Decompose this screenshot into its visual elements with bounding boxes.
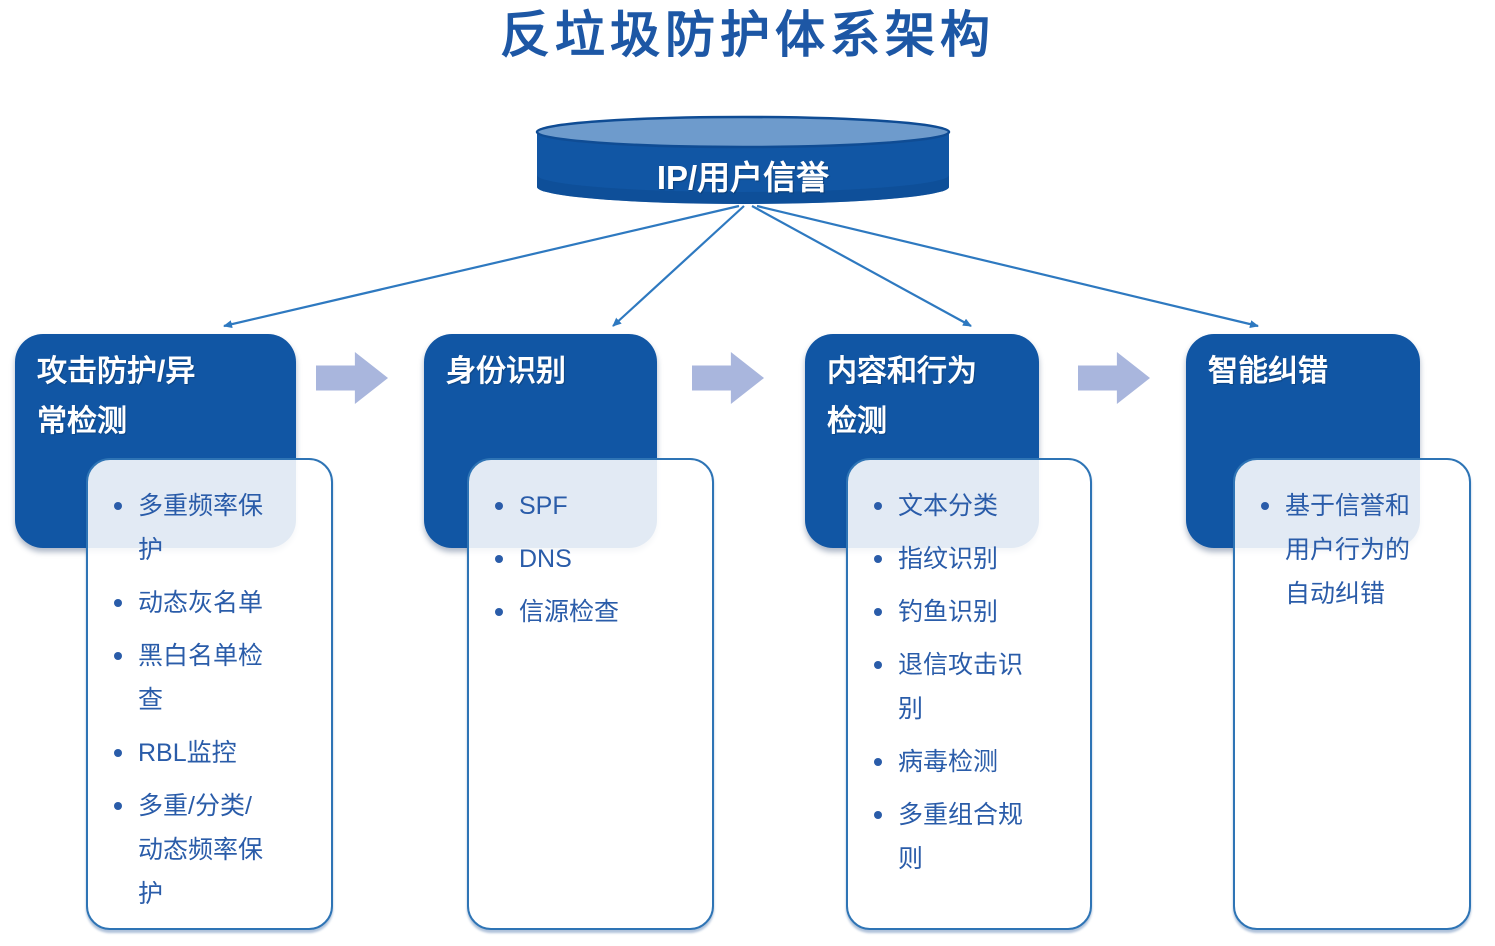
connector-to-identity: [612, 205, 745, 327]
connector-to-content-behavior: [751, 205, 972, 327]
bullet-icon: [495, 502, 503, 510]
list-item: 多重/分类/ 动态频率保 护: [110, 784, 317, 916]
stage-box-label: 智能纠错: [1208, 355, 1328, 388]
bullet-icon: [114, 652, 122, 660]
page-title: 反垃圾防护体系架构: [500, 7, 995, 63]
bullet-icon: [874, 758, 882, 766]
root-node-cylinder: IP/用户信誉: [535, 115, 951, 210]
list-item: 信源检查: [491, 590, 698, 634]
list-item: 多重频率保 护: [110, 484, 317, 572]
cylinder-shape: [535, 115, 951, 204]
list-item: 指纹识别: [870, 537, 1076, 581]
bullet-icon: [114, 802, 122, 810]
root-node-label: IP/用户信誉: [656, 159, 830, 196]
bullet-icon: [495, 555, 503, 563]
list-item: DNS: [491, 537, 698, 581]
bullet-icon: [495, 608, 503, 616]
list-item: 文本分类: [870, 484, 1076, 528]
bullet-icon: [874, 502, 882, 510]
stage-panel-smart-correction: 基于信誉和 用户行为的 自动纠错: [1233, 458, 1471, 930]
bullet-icon: [874, 555, 882, 563]
list-item: SPF: [491, 484, 698, 528]
bullet-icon: [874, 608, 882, 616]
bullet-icon: [114, 749, 122, 757]
list-item: RBL监控: [110, 731, 317, 775]
stage-panel-content-behavior: 文本分类 指纹识别 钓鱼识别 退信攻击识 别 病毒检测 多重组合规 则: [846, 458, 1092, 930]
list-item: 动态灰名单: [110, 581, 317, 625]
stage-panel-identity: SPF DNS 信源检查: [467, 458, 714, 930]
feature-list: SPF DNS 信源检查: [469, 460, 712, 634]
connector-to-smart-correction: [756, 204, 1259, 329]
connector-to-attack-protection: [223, 204, 740, 329]
bullet-icon: [874, 811, 882, 819]
stage-panel-attack-protection: 多重频率保 护 动态灰名单 黑白名单检 查 RBL监控 多重/分类/ 动态频率保…: [86, 458, 333, 930]
list-item: 多重组合规 则: [870, 793, 1076, 881]
feature-list: 基于信誉和 用户行为的 自动纠错: [1235, 460, 1469, 616]
list-item: 黑白名单检 查: [110, 634, 317, 722]
stage-box-label: 攻击防护/异 常检测: [37, 355, 196, 438]
stage-box-attack-protection: 攻击防护/异 常检测: [15, 334, 296, 548]
bullet-icon: [874, 661, 882, 669]
list-item: 病毒检测: [870, 740, 1076, 784]
feature-list: 文本分类 指纹识别 钓鱼识别 退信攻击识 别 病毒检测 多重组合规 则: [848, 460, 1090, 881]
stage-box-label: 身份识别: [446, 355, 566, 388]
stage-box-label: 内容和行为 检测: [827, 355, 977, 438]
list-item: 钓鱼识别: [870, 590, 1076, 634]
list-item: 基于信誉和 用户行为的 自动纠错: [1257, 484, 1455, 616]
bullet-icon: [1261, 502, 1269, 510]
list-item: 退信攻击识 别: [870, 643, 1076, 731]
feature-list: 多重频率保 护 动态灰名单 黑白名单检 查 RBL监控 多重/分类/ 动态频率保…: [88, 460, 331, 916]
bullet-icon: [114, 502, 122, 510]
bullet-icon: [114, 599, 122, 607]
